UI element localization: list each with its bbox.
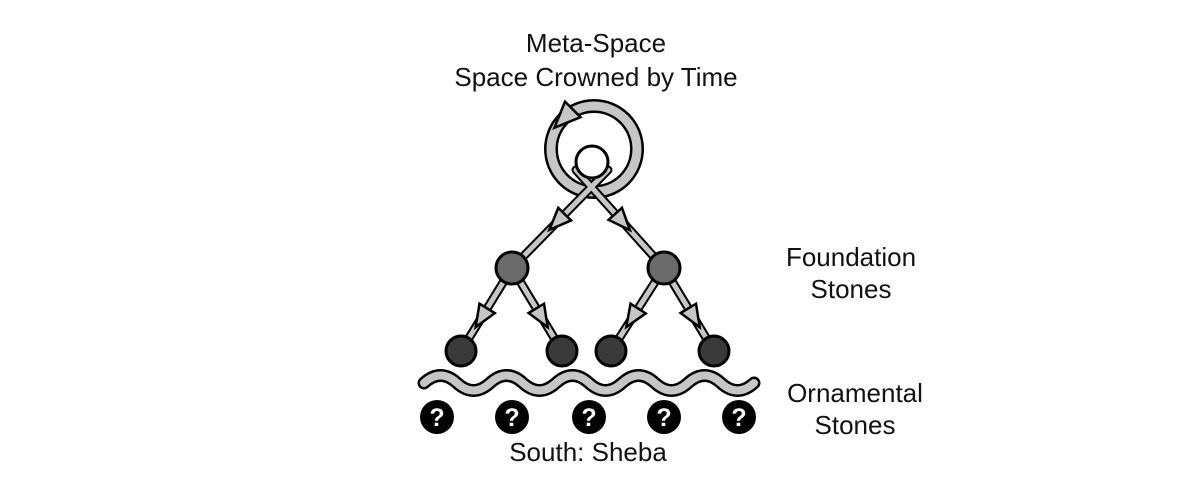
question-mark-icon: ? bbox=[731, 404, 746, 432]
ornamental-stone bbox=[420, 400, 454, 434]
title-line-1: Meta-Space bbox=[526, 28, 666, 58]
question-mark-icon: ? bbox=[504, 404, 519, 432]
ornamental-label-line-2: Stones bbox=[815, 410, 896, 440]
ornamental-stones-label: Ornamental Stones bbox=[787, 378, 923, 440]
foundation-node-lower-4 bbox=[697, 334, 731, 368]
diagram-title: Meta-Space Space Crowned by Time bbox=[454, 28, 737, 92]
ornamental-label-line-1: Ornamental bbox=[787, 378, 923, 408]
foundation-node-lower-2 bbox=[545, 334, 579, 368]
foundation-node-lower-3 bbox=[594, 334, 628, 368]
title-line-2: Space Crowned by Time bbox=[454, 62, 737, 92]
wavy-line bbox=[420, 371, 758, 395]
foundation-upper-nodes bbox=[494, 250, 682, 286]
foundation-node-lower-1 bbox=[444, 334, 478, 368]
foundation-stones-label: Foundation Stones bbox=[786, 242, 916, 304]
wavy-divider bbox=[417, 369, 761, 397]
foundation-label-line-2: Stones bbox=[811, 274, 892, 304]
foundation-label-line-1: Foundation bbox=[786, 242, 916, 272]
foundation-lower-nodes bbox=[444, 334, 731, 368]
ornamental-stone bbox=[572, 400, 606, 434]
ornamental-stone bbox=[495, 400, 529, 434]
question-mark-icon: ? bbox=[581, 404, 596, 432]
foundation-node-upper-right bbox=[646, 250, 682, 286]
question-mark-icon: ? bbox=[656, 404, 671, 432]
apex-node bbox=[574, 144, 610, 180]
ornamental-stone bbox=[722, 400, 756, 434]
ornamental-stone bbox=[647, 400, 681, 434]
connectors-upper bbox=[507, 165, 669, 273]
foundation-node-upper-left bbox=[494, 250, 530, 286]
question-mark-icon: ? bbox=[429, 404, 444, 432]
ornamental-stones: ? ? ? ? ? bbox=[420, 400, 756, 434]
caption-south-sheba: South: Sheba bbox=[509, 437, 667, 467]
